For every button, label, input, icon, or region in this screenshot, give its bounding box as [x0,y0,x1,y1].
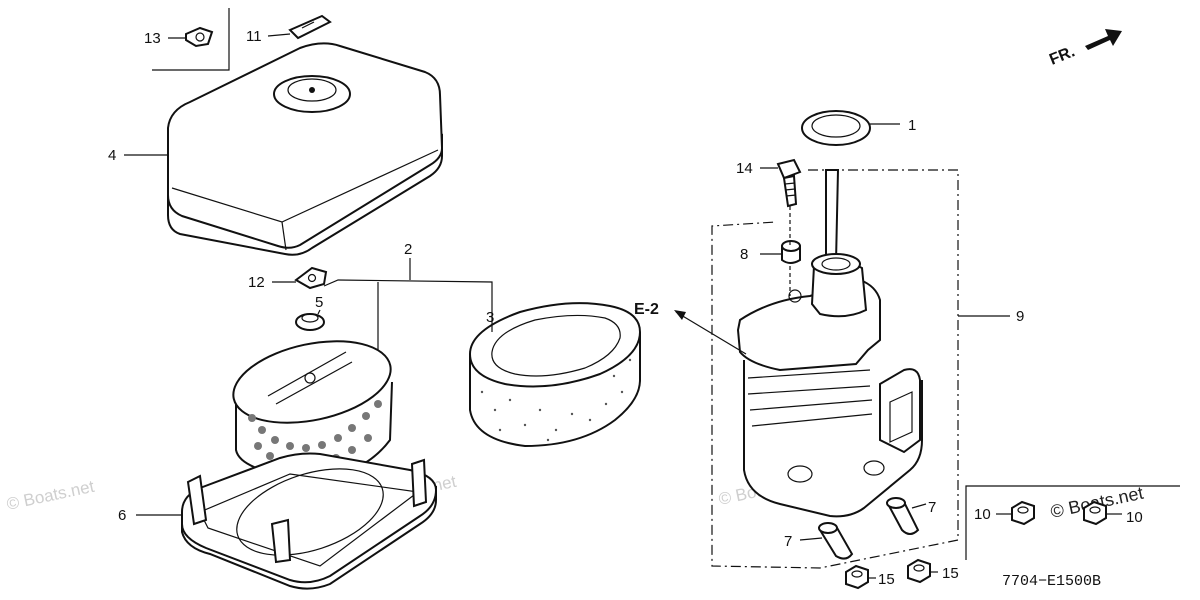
front-arrow-icon [1085,29,1122,50]
reference-label-e2: E-2 [634,301,659,318]
clip-11 [288,14,332,40]
callout-2: 2 [404,241,412,258]
paper-element [232,340,393,480]
callout-4: 4 [108,147,116,164]
nut-15-right [907,558,931,584]
grommet-5 [295,313,325,331]
packing-1 [801,110,871,146]
bracket-9 [711,169,959,569]
callout-10-right: 10 [1126,509,1143,526]
callout-6: 6 [118,507,126,524]
watermark-left: © Boats.net [5,477,96,514]
callout-11: 11 [246,28,262,45]
tube-7-right [886,497,920,535]
nut-10-left [1011,500,1035,526]
bolt-14 [776,158,802,208]
nut-10-right [1083,500,1107,526]
callout-3: 3 [486,309,494,326]
air-cleaner-cover-4 [167,42,444,256]
front-direction-indicator: FR. [1047,29,1122,69]
reference-arrowhead-icon [674,310,686,320]
drawing-code: 7704−E1500B [1002,573,1101,590]
tube-7-left [818,522,854,560]
callout-15-right: 15 [942,565,959,582]
collar-8 [781,240,801,264]
wing-nut-13 [185,26,214,48]
callout-7-right: 7 [928,499,936,516]
air-cleaner-base-6 [181,452,438,590]
foam-element-3 [468,302,642,448]
leader-7-left [799,537,823,541]
callout-8: 8 [740,246,748,263]
bracket-10 [965,485,1180,560]
callout-7-left: 7 [784,533,792,550]
callout-12: 12 [248,274,265,291]
nut-15-left [845,564,869,590]
leader-11 [267,33,291,37]
wing-nut-12 [294,266,328,290]
front-label: FR. [1047,43,1077,68]
leader-5 [317,309,321,315]
callout-14: 14 [736,160,753,177]
callout-9: 9 [1016,308,1024,325]
callout-13: 13 [144,30,161,47]
leader-7-right [911,503,927,509]
bracket-13-11 [152,8,230,71]
callout-1: 1 [908,117,916,134]
reference-arrow [675,311,747,355]
callout-5: 5 [315,294,323,311]
callout-10-left: 10 [974,506,991,523]
air-cleaner-case [736,169,923,518]
callout-15-left: 15 [878,571,895,588]
